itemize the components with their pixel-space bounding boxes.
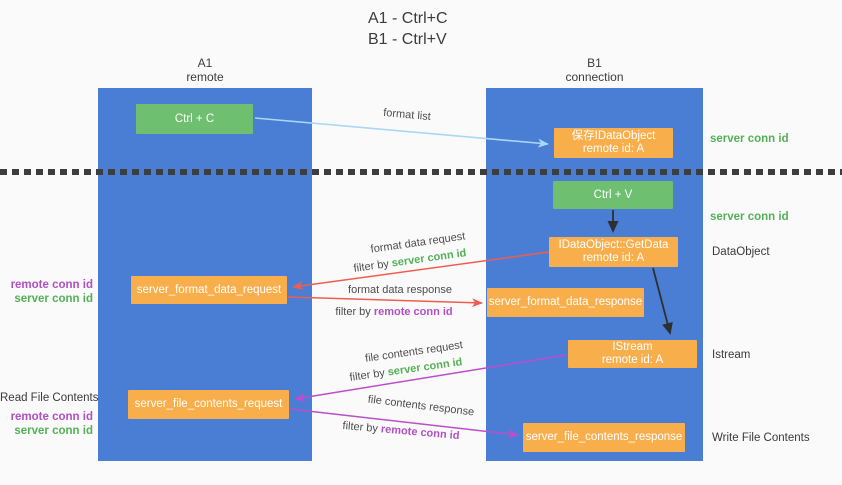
node-istream: IStream remote id: A <box>568 340 697 368</box>
side-label-remote-conn-id-left-2: remote conn id <box>10 411 93 423</box>
column-b1-name: B1 <box>587 56 602 70</box>
node-istream-line2: remote id: A <box>601 354 664 366</box>
column-header-b1: B1 connection <box>486 56 703 84</box>
node-getdata-line1: IDataObject::GetData <box>558 239 669 251</box>
session-divider-dotted-line <box>0 169 842 175</box>
arrow-format-data-response <box>287 296 483 308</box>
node-istream-line1: IStream <box>612 341 653 353</box>
label-file-contents-response: file contents response <box>367 393 475 419</box>
node-server-file-contents-request: server_file_contents_request <box>128 390 289 419</box>
side-label-write-file-contents: Write File Contents <box>712 432 810 444</box>
title-line-2: B1 - Ctrl+V <box>368 31 447 48</box>
node-server-format-data-response: server_format_data_response <box>487 288 644 317</box>
node-server-file-contents-request-label: server_file_contents_request <box>134 398 283 410</box>
column-a1-subtitle: remote <box>186 70 224 84</box>
label-format-list: format list <box>382 106 432 124</box>
side-label-dataobject: DataObject <box>712 246 770 258</box>
node-server-format-data-request-label: server_format_data_request <box>136 283 282 296</box>
node-save-idataobject: 保存IDataObject remote id: A <box>554 128 673 158</box>
side-label-remote-conn-id-left-1: remote conn id <box>10 279 93 291</box>
side-label-server-conn-id-left-1: server conn id <box>14 293 93 305</box>
node-server-file-contents-response: server_file_contents_response <box>523 423 685 452</box>
column-b1-subtitle: connection <box>565 70 624 84</box>
column-header-a1: A1 remote <box>98 56 312 84</box>
node-ctrl-c-label: Ctrl + C <box>174 112 215 125</box>
side-label-read-file-contents: Read File Contents <box>0 392 99 404</box>
node-getdata-line2: remote id: A <box>582 252 645 264</box>
label-format-data-response: format data response <box>348 284 452 296</box>
side-label-server-conn-id-1: server conn id <box>710 133 789 145</box>
node-save-idataobject-line1: 保存IDataObject <box>571 130 656 142</box>
node-ctrl-v: Ctrl + V <box>553 181 673 209</box>
title-line-1: A1 - Ctrl+C <box>368 10 448 27</box>
node-server-file-contents-response-label: server_file_contents_response <box>525 431 683 443</box>
node-idataobject-getdata: IDataObject::GetData remote id: A <box>549 237 678 267</box>
node-ctrl-v-label: Ctrl + V <box>593 188 633 201</box>
node-server-format-data-request: server_format_data_request <box>131 276 287 304</box>
node-ctrl-c: Ctrl + C <box>136 104 253 134</box>
node-save-idataobject-line2: remote id: A <box>582 143 645 155</box>
side-label-server-conn-id-2: server conn id <box>710 211 789 223</box>
side-label-istream: Istream <box>712 349 751 361</box>
side-label-server-conn-id-left-2: server conn id <box>14 425 93 437</box>
diagram-title: A1 - Ctrl+C B1 - Ctrl+V <box>368 8 448 50</box>
node-server-format-data-response-label: server_format_data_response <box>488 296 643 308</box>
column-a1-name: A1 <box>197 56 213 70</box>
